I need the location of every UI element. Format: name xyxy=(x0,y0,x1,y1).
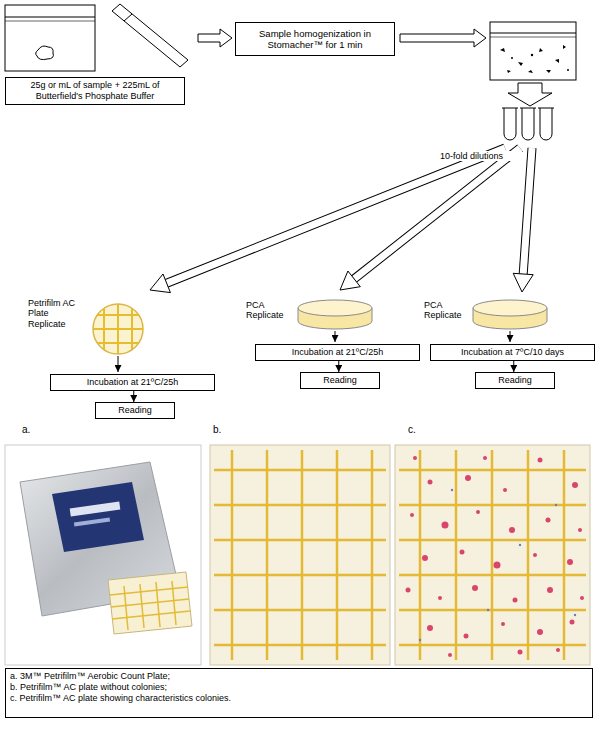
process-box: Reading xyxy=(300,372,380,389)
petri-dish xyxy=(298,300,372,329)
panel-letter: a. xyxy=(22,424,52,436)
caption-box: a. 3M™ Petrifilm™ Aerobic Count Plate;b.… xyxy=(5,668,593,718)
block-arrow xyxy=(508,83,552,106)
box-text: Reading xyxy=(480,375,550,386)
step-label: PCA Replicate xyxy=(246,300,296,321)
flow-arrow xyxy=(335,331,336,342)
flow-arrow xyxy=(338,361,339,372)
flow-arrow xyxy=(513,361,514,372)
process-box: Sample homogenization in Stomacher™ for … xyxy=(235,22,395,56)
dilution-tubes xyxy=(502,108,554,140)
box-text: Sample homogenization in Stomacher™ for … xyxy=(240,28,390,51)
pipette xyxy=(112,4,188,67)
caption-line: c. Petrifilm™ AC plate showing character… xyxy=(10,693,588,704)
process-box: Reading xyxy=(475,372,555,389)
petrifilm-icon xyxy=(90,300,146,360)
process-box: 25g or mL of sample + 225mL of Butterfie… xyxy=(5,77,185,105)
box-text: 25g or mL of sample + 225mL of Butterfie… xyxy=(10,80,180,102)
caption-line: b. Petrifilm™ AC plate without colonies; xyxy=(10,682,588,693)
hollow-arrow xyxy=(150,148,505,293)
step-label: 10-fold dilutions xyxy=(438,151,522,161)
panel-letter: b. xyxy=(213,424,243,436)
process-box: Incubation at 21ºC/25h xyxy=(50,374,215,391)
hollow-arrow xyxy=(513,148,533,292)
colonies xyxy=(406,456,585,657)
package-photo xyxy=(5,445,201,665)
homogenized-bag xyxy=(490,22,576,80)
box-text: Incubation at 7ºC/10 days xyxy=(435,347,590,358)
flow-arrow xyxy=(510,331,511,342)
process-box: Incubation at 21ºC/25h xyxy=(255,344,420,361)
caption-line: a. 3M™ Petrifilm™ Aerobic Count Plate; xyxy=(10,671,588,682)
panel-letter: c. xyxy=(408,424,438,436)
block-arrow xyxy=(198,29,232,47)
box-text: Incubation at 21ºC/25h xyxy=(55,377,210,388)
process-box: Reading xyxy=(95,402,175,419)
box-text: Incubation at 21ºC/25h xyxy=(260,347,415,358)
process-box: Incubation at 7ºC/10 days xyxy=(430,344,595,361)
box-text: Reading xyxy=(100,405,170,416)
step-label: PCA Replicate xyxy=(424,300,474,321)
stomacher-bag xyxy=(5,5,95,71)
flow-arrow xyxy=(133,391,134,402)
step-label: Petrifilm AC Plate Replicate xyxy=(28,298,84,329)
hollow-arrow xyxy=(340,148,520,290)
petri-dish xyxy=(473,300,547,329)
block-arrow xyxy=(400,29,486,47)
plate-photo xyxy=(395,445,590,665)
flow-arrow xyxy=(118,356,119,372)
box-text: Reading xyxy=(305,375,375,386)
plate-photo xyxy=(210,445,390,665)
